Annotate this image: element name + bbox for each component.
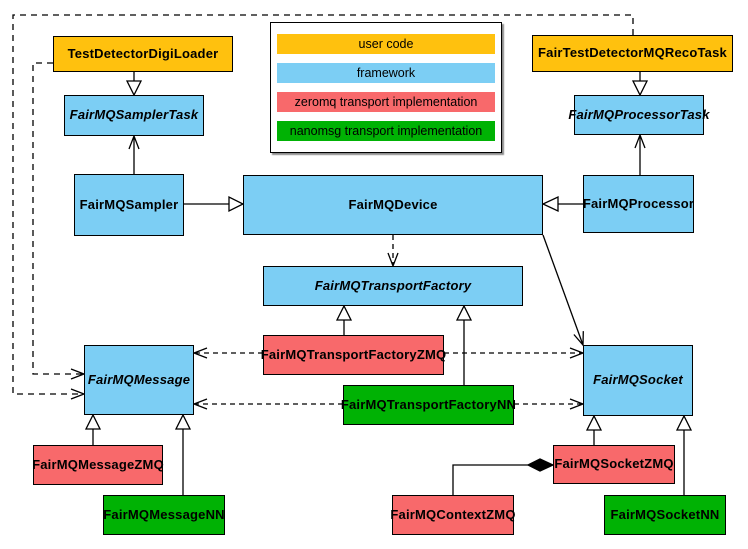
legend-item-framework: framework <box>277 63 495 83</box>
node-fairmq-device: FairMQDevice <box>243 175 543 235</box>
node-fairmq-socket-zmq: FairMQSocketZMQ <box>553 445 675 484</box>
node-fairmq-transport-factory-zmq: FairMQTransportFactoryZMQ <box>261 335 446 375</box>
edge-inheritance-sampler-device <box>184 195 245 213</box>
edge-inheritance-msgzmq-message <box>84 413 102 445</box>
edge-inheritance-tfnn-transportfactory <box>455 304 473 385</box>
edge-association-processor-processortask <box>634 133 646 175</box>
node-fairmq-context-zmq: FairMQContextZMQ <box>390 495 515 535</box>
legend-item-zeromq: zeromq transport implementation <box>277 92 495 112</box>
legend-item-user-code: user code <box>277 34 495 54</box>
node-fairmq-transport-factory: FairMQTransportFactory <box>263 266 523 306</box>
node-fairmq-transport-factory-nn: FairMQTransportFactoryNN <box>341 385 516 425</box>
edge-inheritance-tfzmq-transportfactory <box>335 304 353 335</box>
edge-inheritance-msgnn-message <box>174 413 192 495</box>
node-fair-test-detector-mq-reco-task: FairTestDetectorMQRecoTask <box>532 35 733 72</box>
edge-inheritance-sockzmq-socket <box>585 414 603 445</box>
edge-association-sampler-samplertask <box>128 134 140 174</box>
node-fairmq-processor-task: FairMQProcessorTask <box>568 95 709 135</box>
edge-association-device-socket <box>542 234 584 347</box>
node-fairmq-message-nn: FairMQMessageNN <box>103 495 225 535</box>
node-fairmq-socket: FairMQSocket <box>583 345 693 416</box>
edge-dependency-device-transportfactory <box>387 235 399 268</box>
edge-inheritance-testloader-samplertask <box>125 72 143 97</box>
edge-dependency-tfnn-socket <box>514 398 585 410</box>
node-fairmq-message-zmq: FairMQMessageZMQ <box>32 445 164 485</box>
node-fairmq-processor: FairMQProcessor <box>583 175 694 233</box>
edge-inheritance-recotask-processortask <box>631 72 649 97</box>
node-fairmq-sampler: FairMQSampler <box>74 174 184 236</box>
node-fairmq-message: FairMQMessage <box>84 345 194 415</box>
edge-dependency-tfzmq-message <box>192 347 263 359</box>
edge-dependency-tfzmq-socket <box>444 347 585 359</box>
edge-composition-sockzmq-contextzmq <box>452 458 555 495</box>
edge-inheritance-processor-device <box>541 195 583 213</box>
edge-inheritance-socknn-socket <box>675 414 693 495</box>
edge-dependency-tfnn-message <box>192 398 343 410</box>
node-fairmq-sampler-task: FairMQSamplerTask <box>64 95 204 136</box>
node-fairmq-socket-nn: FairMQSocketNN <box>604 495 726 535</box>
node-test-detector-digi-loader: TestDetectorDigiLoader <box>53 36 233 72</box>
legend-item-nanomsg: nanomsg transport implementation <box>277 121 495 141</box>
legend: user code framework zeromq transport imp… <box>270 22 502 153</box>
